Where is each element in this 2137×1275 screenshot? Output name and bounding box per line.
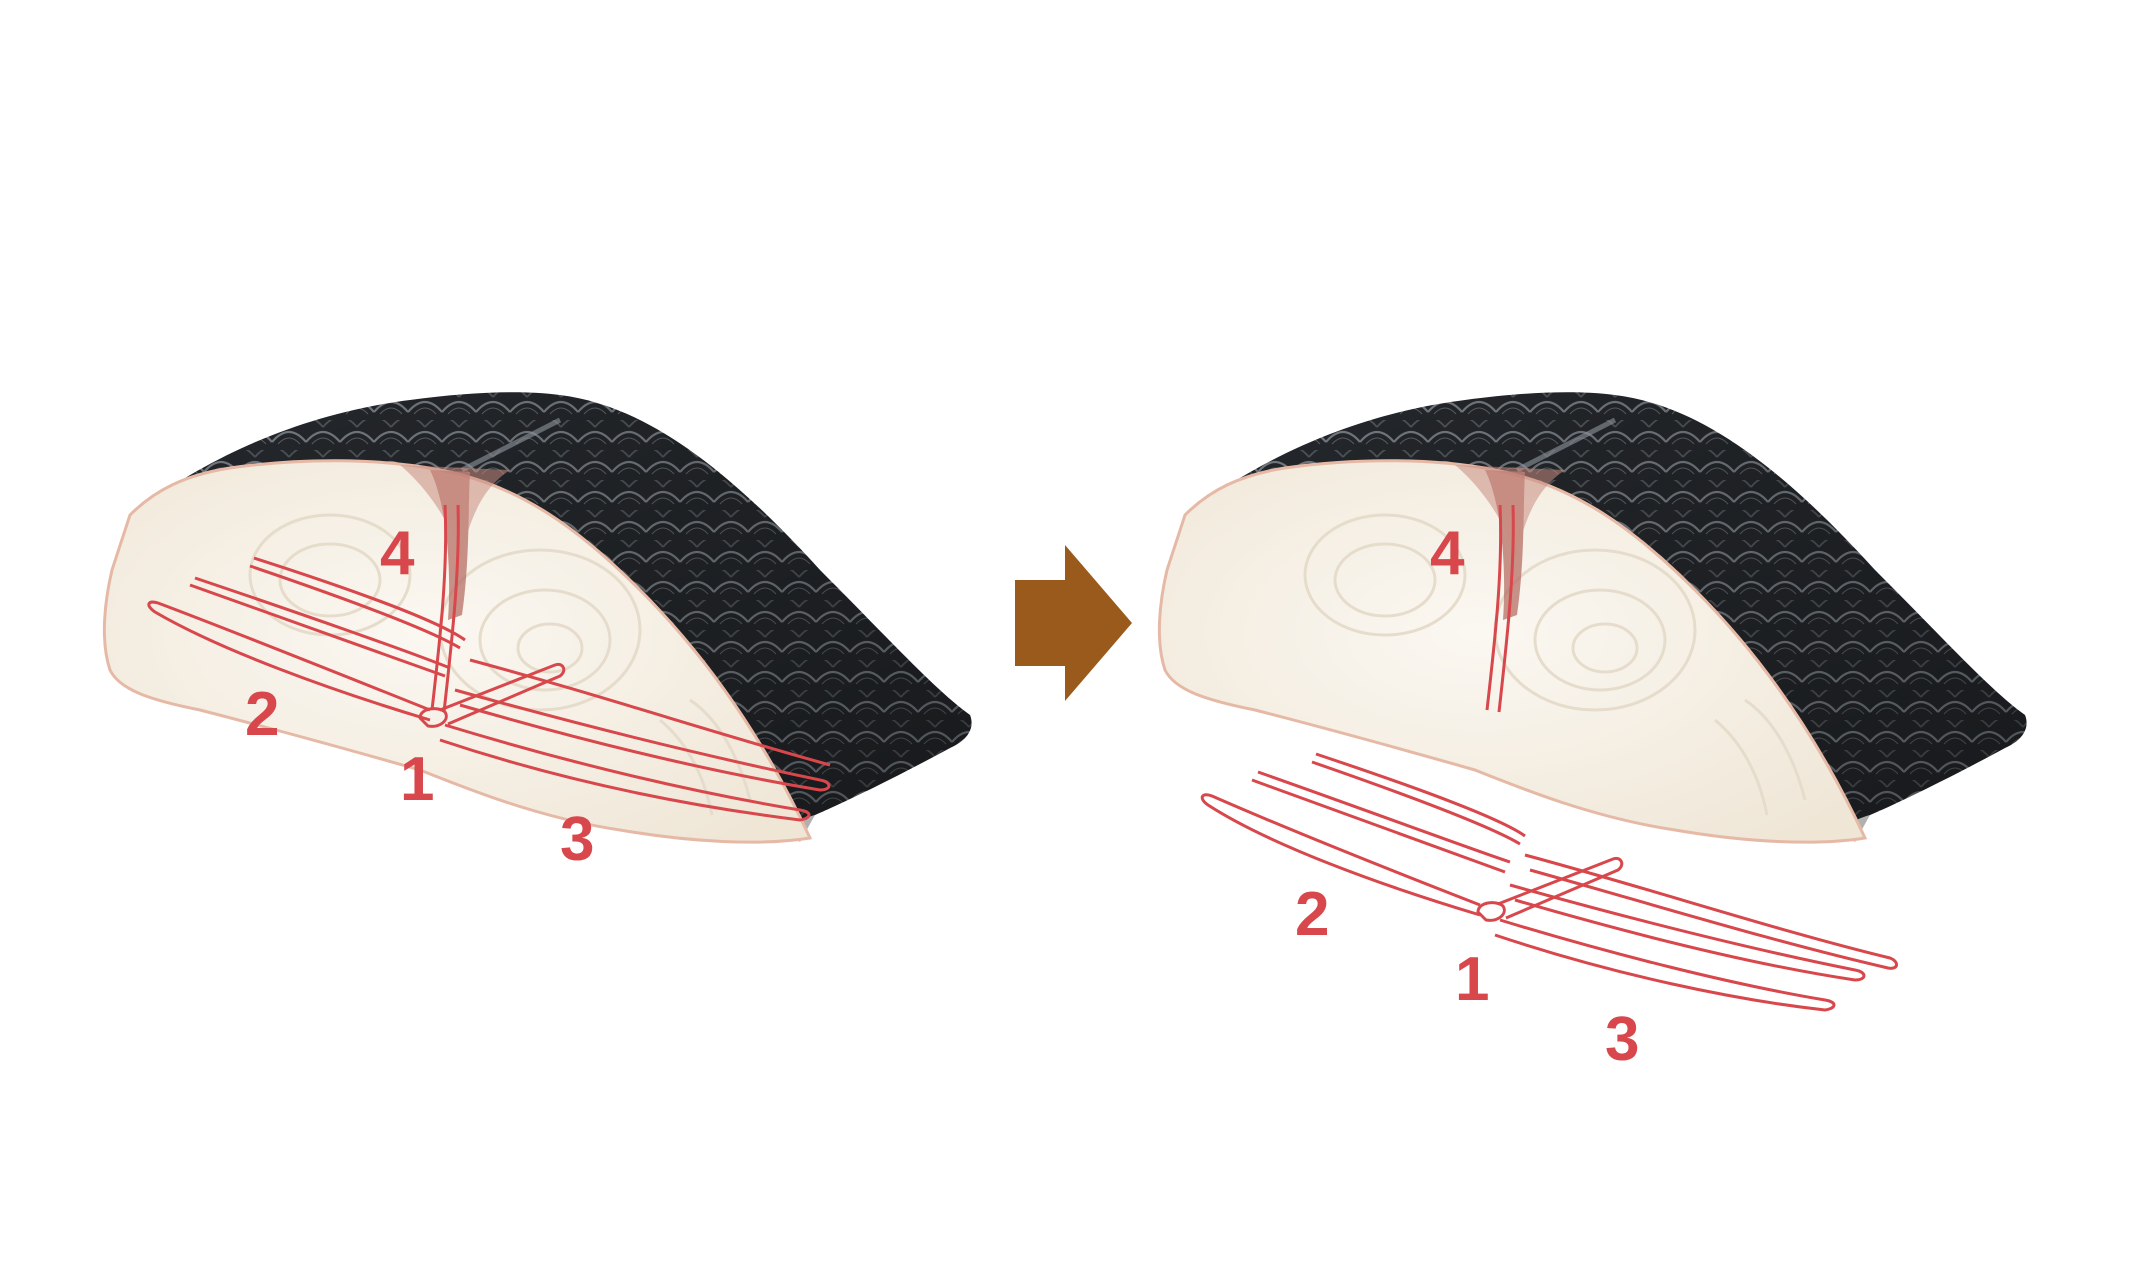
label-bone-4: 4 <box>380 519 415 588</box>
label-bone-3: 3 <box>1605 1005 1639 1074</box>
fish-steak-illustration <box>102 392 972 844</box>
bone-3-extracted <box>1494 918 1836 1012</box>
label-bone-4: 4 <box>1430 519 1465 588</box>
fish-flesh <box>102 459 813 844</box>
label-bone-3: 3 <box>560 805 594 874</box>
label-bone-2: 2 <box>245 680 279 749</box>
bone-4-sketch <box>430 504 460 713</box>
label-bone-1: 1 <box>400 745 434 814</box>
bone-2-sketch <box>147 600 431 722</box>
fish-flesh <box>1157 459 1868 844</box>
fish-steak-illustration <box>1157 392 2027 844</box>
extracted-pin-bones <box>1200 752 1898 1012</box>
arrow-right-icon <box>1015 545 1132 701</box>
label-bone-1: 1 <box>1455 945 1489 1014</box>
pin-bones-sketch <box>147 504 831 822</box>
bone-4-sketch <box>1485 504 1515 713</box>
label-bone-2: 2 <box>1295 880 1329 949</box>
bone-3-sketch <box>439 723 811 822</box>
bone-1-extracted <box>1476 901 1506 922</box>
panel-after: 2 1 3 4 <box>1157 392 2027 1074</box>
panel-before: 2 1 3 4 <box>102 392 972 874</box>
bone-2-extracted <box>1200 793 1481 917</box>
